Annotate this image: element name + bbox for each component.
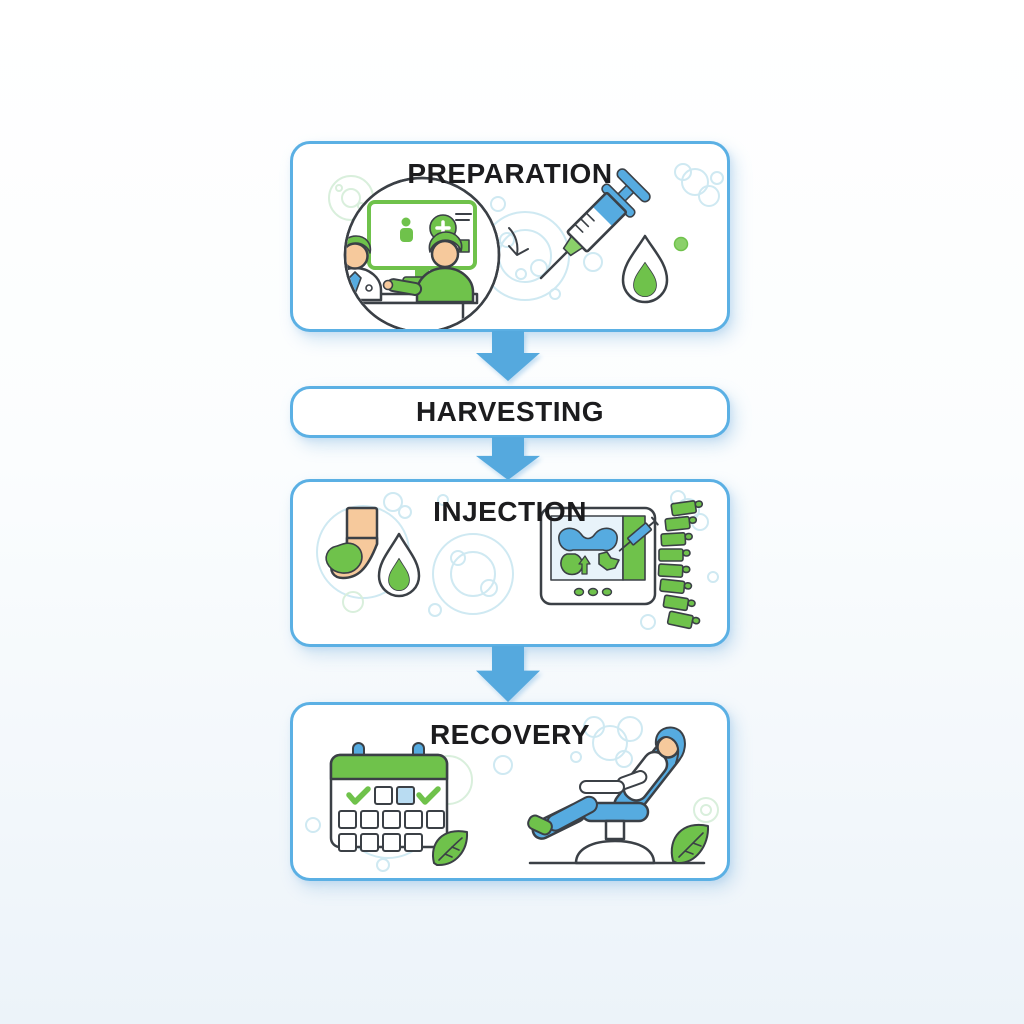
droplet-icon xyxy=(621,234,669,304)
droplet-icon xyxy=(377,532,421,598)
step-title-injection: INJECTION xyxy=(433,496,587,527)
recovery-illustration xyxy=(305,716,719,872)
recovery-calendar-icon xyxy=(329,742,469,867)
imaging-monitor-icon xyxy=(539,506,657,606)
doctor-consultation-icon xyxy=(343,176,501,329)
step-box-harvesting: HARVESTING xyxy=(290,386,730,438)
recovery-chair-icon xyxy=(527,716,710,865)
arrow-down-icon xyxy=(476,331,540,381)
step-title-recovery: RECOVERY xyxy=(429,719,591,750)
guided-syringe-icon xyxy=(618,516,659,552)
injection-illustration xyxy=(316,490,719,630)
syringe-icon xyxy=(539,168,651,280)
patient-icon xyxy=(612,726,686,802)
ankle-treatment-icon xyxy=(325,506,379,580)
curved-arrow-icon xyxy=(508,227,529,256)
step-box-injection: INJECTION xyxy=(290,479,730,647)
green-dot-icon xyxy=(673,236,689,252)
spine-icon xyxy=(657,500,704,630)
leaf-icon xyxy=(670,823,710,865)
step-box-preparation: PREPARATION xyxy=(290,141,730,332)
preparation-illustration xyxy=(328,163,724,329)
arrow-down-icon xyxy=(476,437,540,480)
leaf-icon xyxy=(432,830,469,867)
step-title-preparation: PREPARATION xyxy=(407,158,613,189)
arrow-down-icon xyxy=(476,646,540,702)
molecule-bubbles-icon xyxy=(316,490,719,630)
step-title-harvesting: HARVESTING xyxy=(415,396,605,427)
bubbles-icon xyxy=(570,716,643,768)
step-box-recovery: RECOVERY xyxy=(290,702,730,881)
